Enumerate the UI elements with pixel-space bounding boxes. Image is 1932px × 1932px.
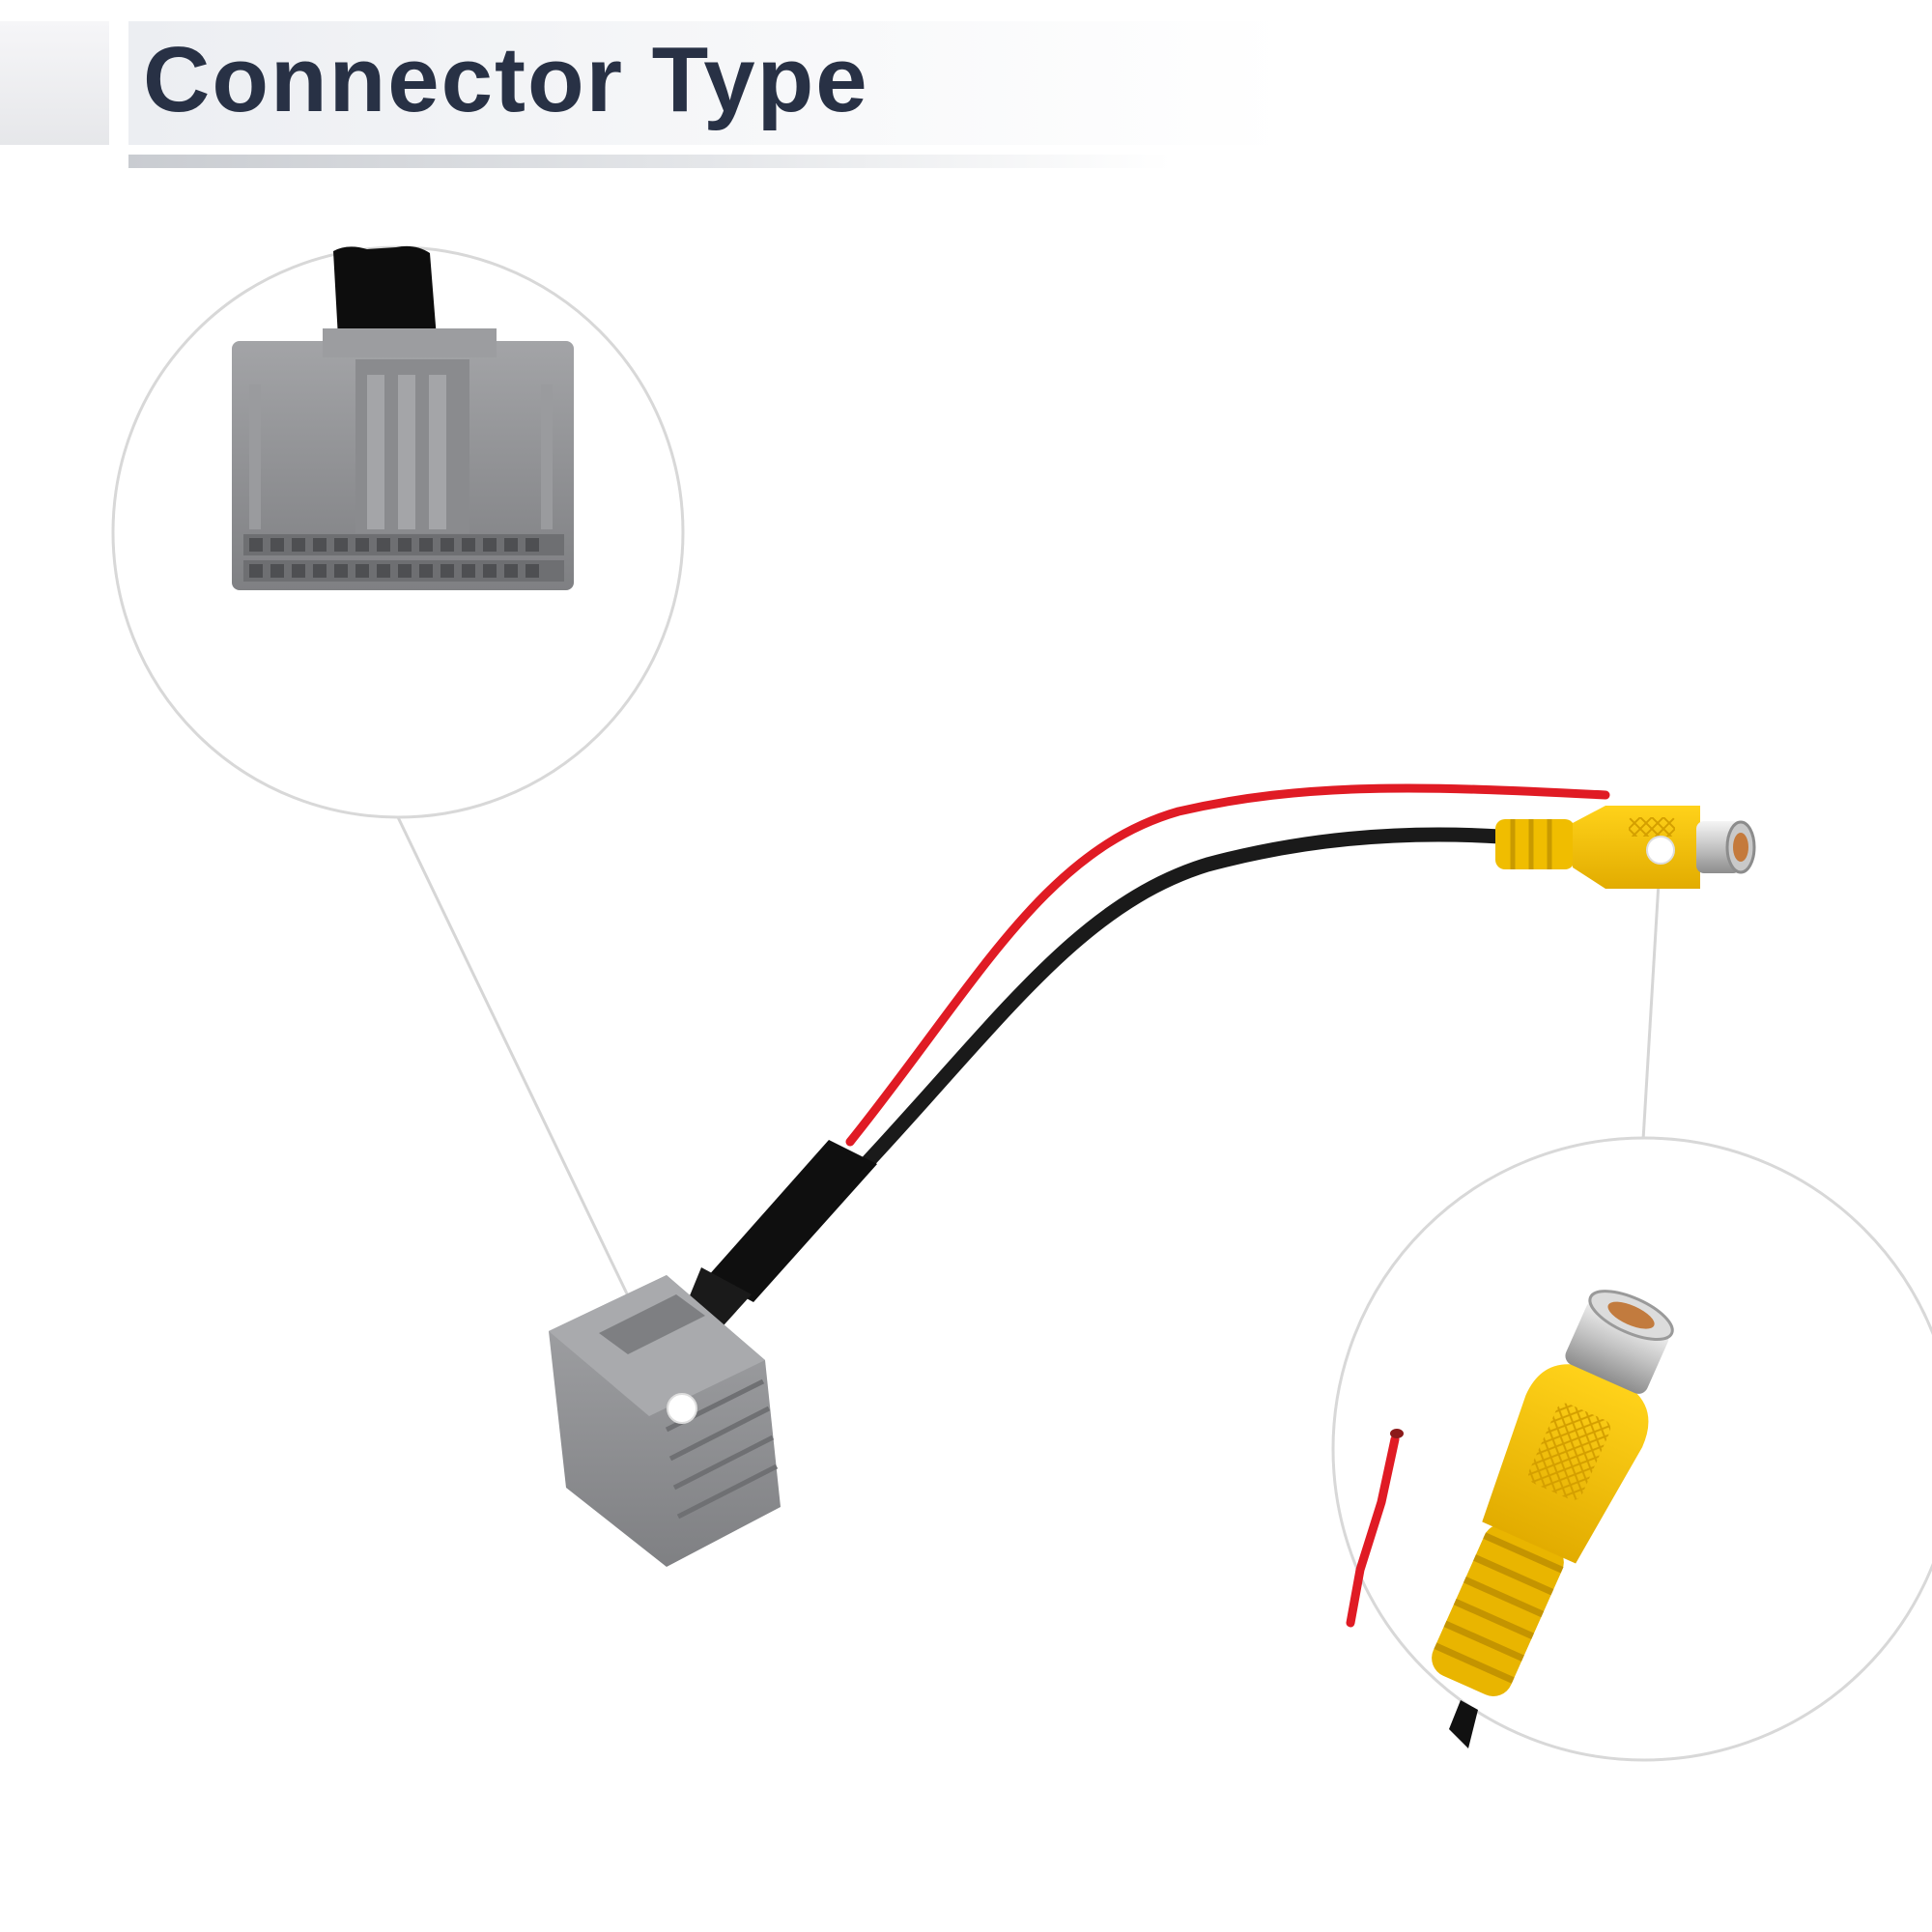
header-underline xyxy=(128,155,1172,168)
rca-plug-main xyxy=(1495,806,1756,889)
black-wire-zoom xyxy=(1449,1700,1478,1748)
red-wire xyxy=(845,783,1610,1147)
callout-dot-left xyxy=(667,1393,697,1424)
fabric-sleeve xyxy=(707,1140,877,1302)
rca-connector-icon xyxy=(1432,1290,1674,1696)
header-accent-block xyxy=(0,21,109,145)
zoom-circle-gray-connector xyxy=(111,245,685,819)
red-wire-zoom xyxy=(1346,1435,1400,1628)
page-title: Connector Type xyxy=(143,28,869,131)
callout-line-right xyxy=(1641,849,1662,1141)
gray-connector-main xyxy=(549,1275,781,1567)
cable-assembly xyxy=(549,783,1756,1567)
zoom-circle-rca-plug xyxy=(1331,1136,1932,1762)
callout-dot-right xyxy=(1646,836,1675,865)
header-band xyxy=(128,21,1288,145)
fabric-sleeve-zoom xyxy=(333,245,437,338)
black-wire xyxy=(861,827,1508,1169)
